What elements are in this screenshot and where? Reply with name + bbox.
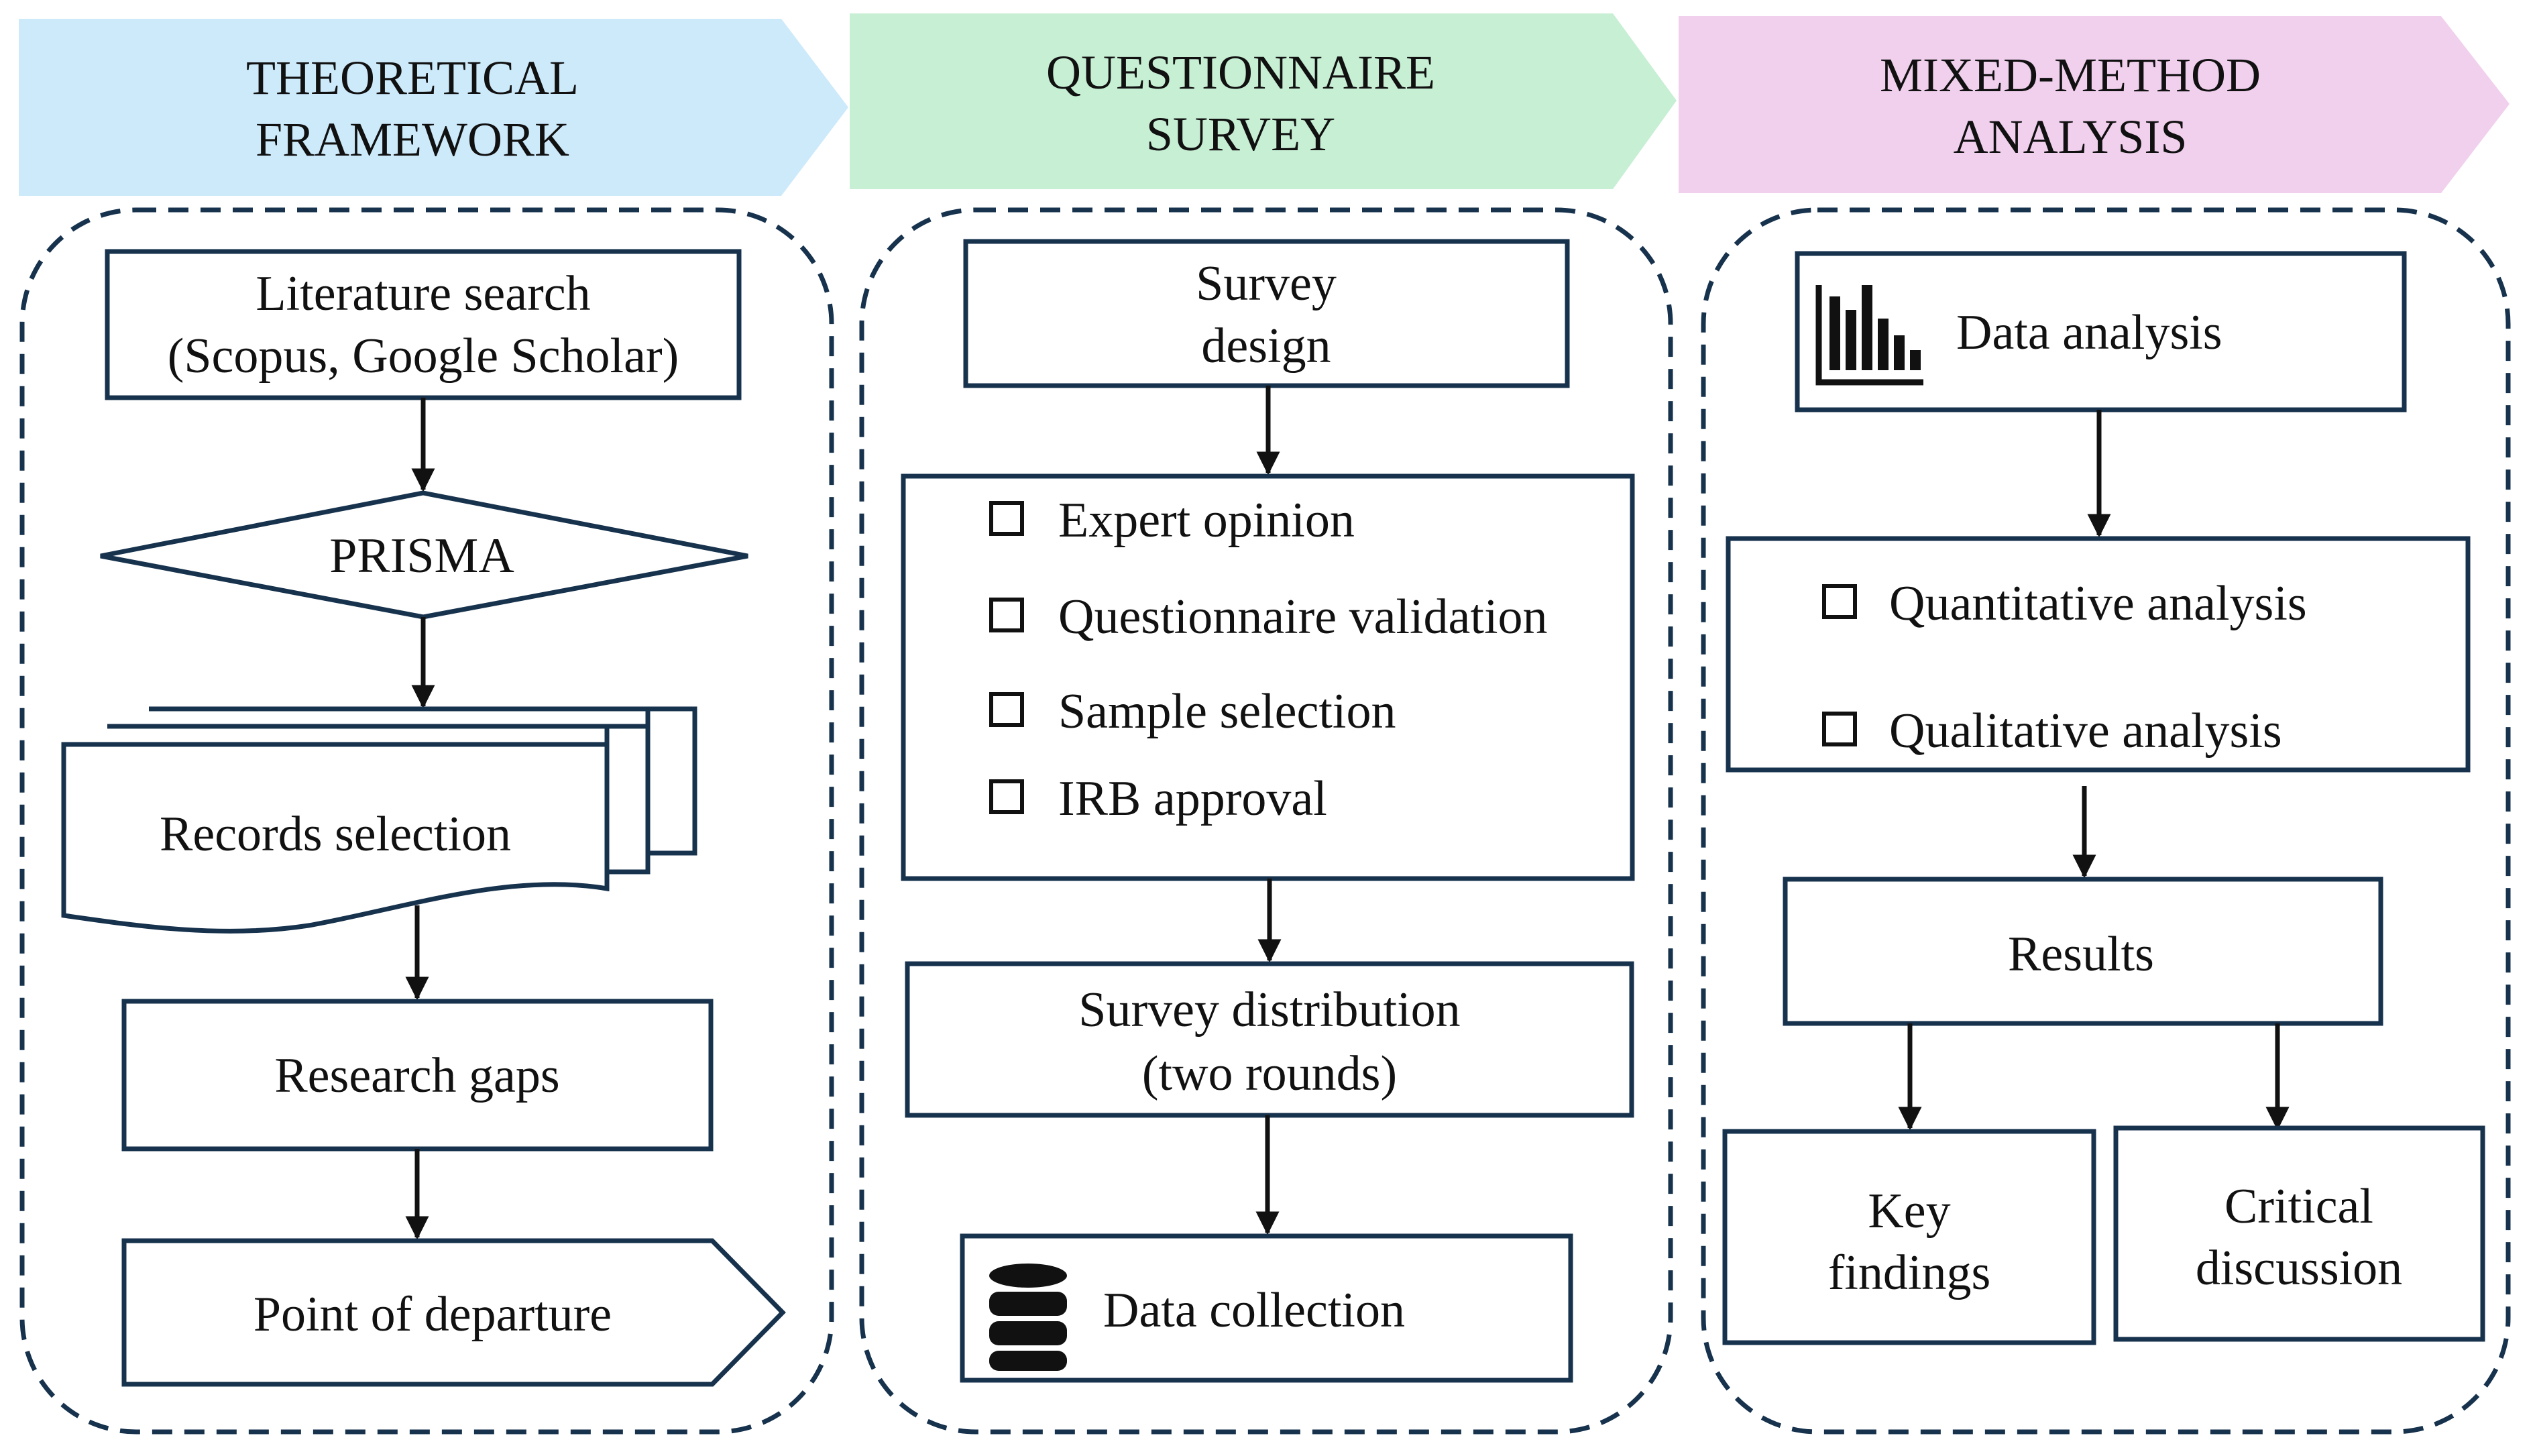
critical-discussion-line-2: discussion <box>2196 1241 2402 1296</box>
records-selection-multidocument: Records selection <box>61 706 697 934</box>
data-collection-label: Data collection <box>1103 1283 1405 1338</box>
literature-search-sources: (Scopus, Google Scholar) <box>168 329 679 384</box>
header-questionnaire-survey: QUESTIONNAIRE SURVEY <box>850 13 1677 189</box>
results-label: Results <box>2008 927 2154 982</box>
bar-chart-icon <box>1815 285 1923 386</box>
data-analysis-box: Data analysis <box>1795 251 2407 412</box>
checkbox-icon <box>989 779 1024 814</box>
survey-distribution-label: Survey distribution <box>1078 983 1460 1038</box>
data-collection-box: Data collection <box>960 1233 1573 1383</box>
panel-questionnaire-survey <box>859 207 1673 1435</box>
checklist-item: Qualitative analysis <box>1822 704 2282 759</box>
checklist-item: IRB approval <box>989 771 1327 826</box>
checkbox-icon <box>989 598 1024 632</box>
critical-discussion-line-1: Critical <box>2224 1179 2373 1234</box>
checklist-item-label: Expert opinion <box>1058 493 1355 548</box>
checkbox-icon <box>989 501 1024 536</box>
survey-design-line-1: Survey <box>1196 256 1337 311</box>
survey-distribution-note: (two rounds) <box>1142 1046 1397 1101</box>
survey-design-box: Survey design <box>963 239 1570 388</box>
checkbox-icon <box>989 692 1024 727</box>
prisma-decision: PRISMA <box>100 490 748 620</box>
key-findings-line-2: findings <box>1828 1245 1991 1300</box>
header-line-2: FRAMEWORK <box>256 113 569 166</box>
header-line-1: THEORETICAL <box>246 51 579 105</box>
checkbox-icon <box>1822 712 1857 746</box>
header-line-1: MIXED-METHOD <box>1880 48 2261 102</box>
data-analysis-label: Data analysis <box>1956 305 2222 360</box>
key-findings-box: Key findings <box>1722 1129 2096 1345</box>
checklist-item-label: Questionnaire validation <box>1058 590 1548 645</box>
research-gaps-box: Research gaps <box>121 999 714 1152</box>
survey-checklist-box: Expert opinion Questionnaire validation … <box>901 473 1635 881</box>
point-of-departure-label: Point of departure <box>253 1287 612 1342</box>
header-theoretical-framework: THEORETICAL FRAMEWORK <box>19 19 848 196</box>
panel-theoretical-framework <box>19 207 834 1435</box>
header-line-1: QUESTIONNAIRE <box>1046 46 1435 99</box>
header-arrow-shape <box>1679 16 2510 193</box>
survey-distribution-box: Survey distribution (two rounds) <box>905 961 1634 1118</box>
records-selection-label: Records selection <box>160 807 511 862</box>
checklist-item-label: Qualitative analysis <box>1889 704 2282 759</box>
key-findings-line-1: Key <box>1868 1184 1950 1239</box>
analysis-checklist-box: Quantitative analysis Qualitative analys… <box>1726 536 2471 773</box>
literature-search-box: Literature search (Scopus, Google Schola… <box>105 249 742 400</box>
checklist-item: Expert opinion <box>989 493 1355 548</box>
checklist-item: Sample selection <box>989 684 1396 739</box>
header-arrow-shape <box>850 13 1677 189</box>
point-of-departure-box: Point of departure <box>121 1238 786 1387</box>
results-box: Results <box>1783 877 2383 1026</box>
database-icon <box>989 1264 1067 1371</box>
checklist-item-label: IRB approval <box>1058 771 1327 826</box>
header-line-2: SURVEY <box>1146 107 1335 161</box>
checklist-item: Questionnaire validation <box>989 590 1548 645</box>
critical-discussion-box: Critical discussion <box>2113 1125 2485 1342</box>
header-mixed-method-analysis: MIXED-METHOD ANALYSIS <box>1679 16 2510 193</box>
prisma-label: PRISMA <box>329 528 514 583</box>
survey-design-line-2: design <box>1201 319 1331 374</box>
checklist-item: Quantitative analysis <box>1822 576 2307 631</box>
header-arrow-shape <box>19 19 848 196</box>
checkbox-icon <box>1822 584 1857 619</box>
research-gaps-label: Research gaps <box>274 1048 559 1103</box>
header-line-2: ANALYSIS <box>1954 110 2188 164</box>
checklist-item-label: Sample selection <box>1058 684 1396 739</box>
checklist-item-label: Quantitative analysis <box>1889 576 2307 631</box>
literature-search-label: Literature search <box>256 266 590 321</box>
